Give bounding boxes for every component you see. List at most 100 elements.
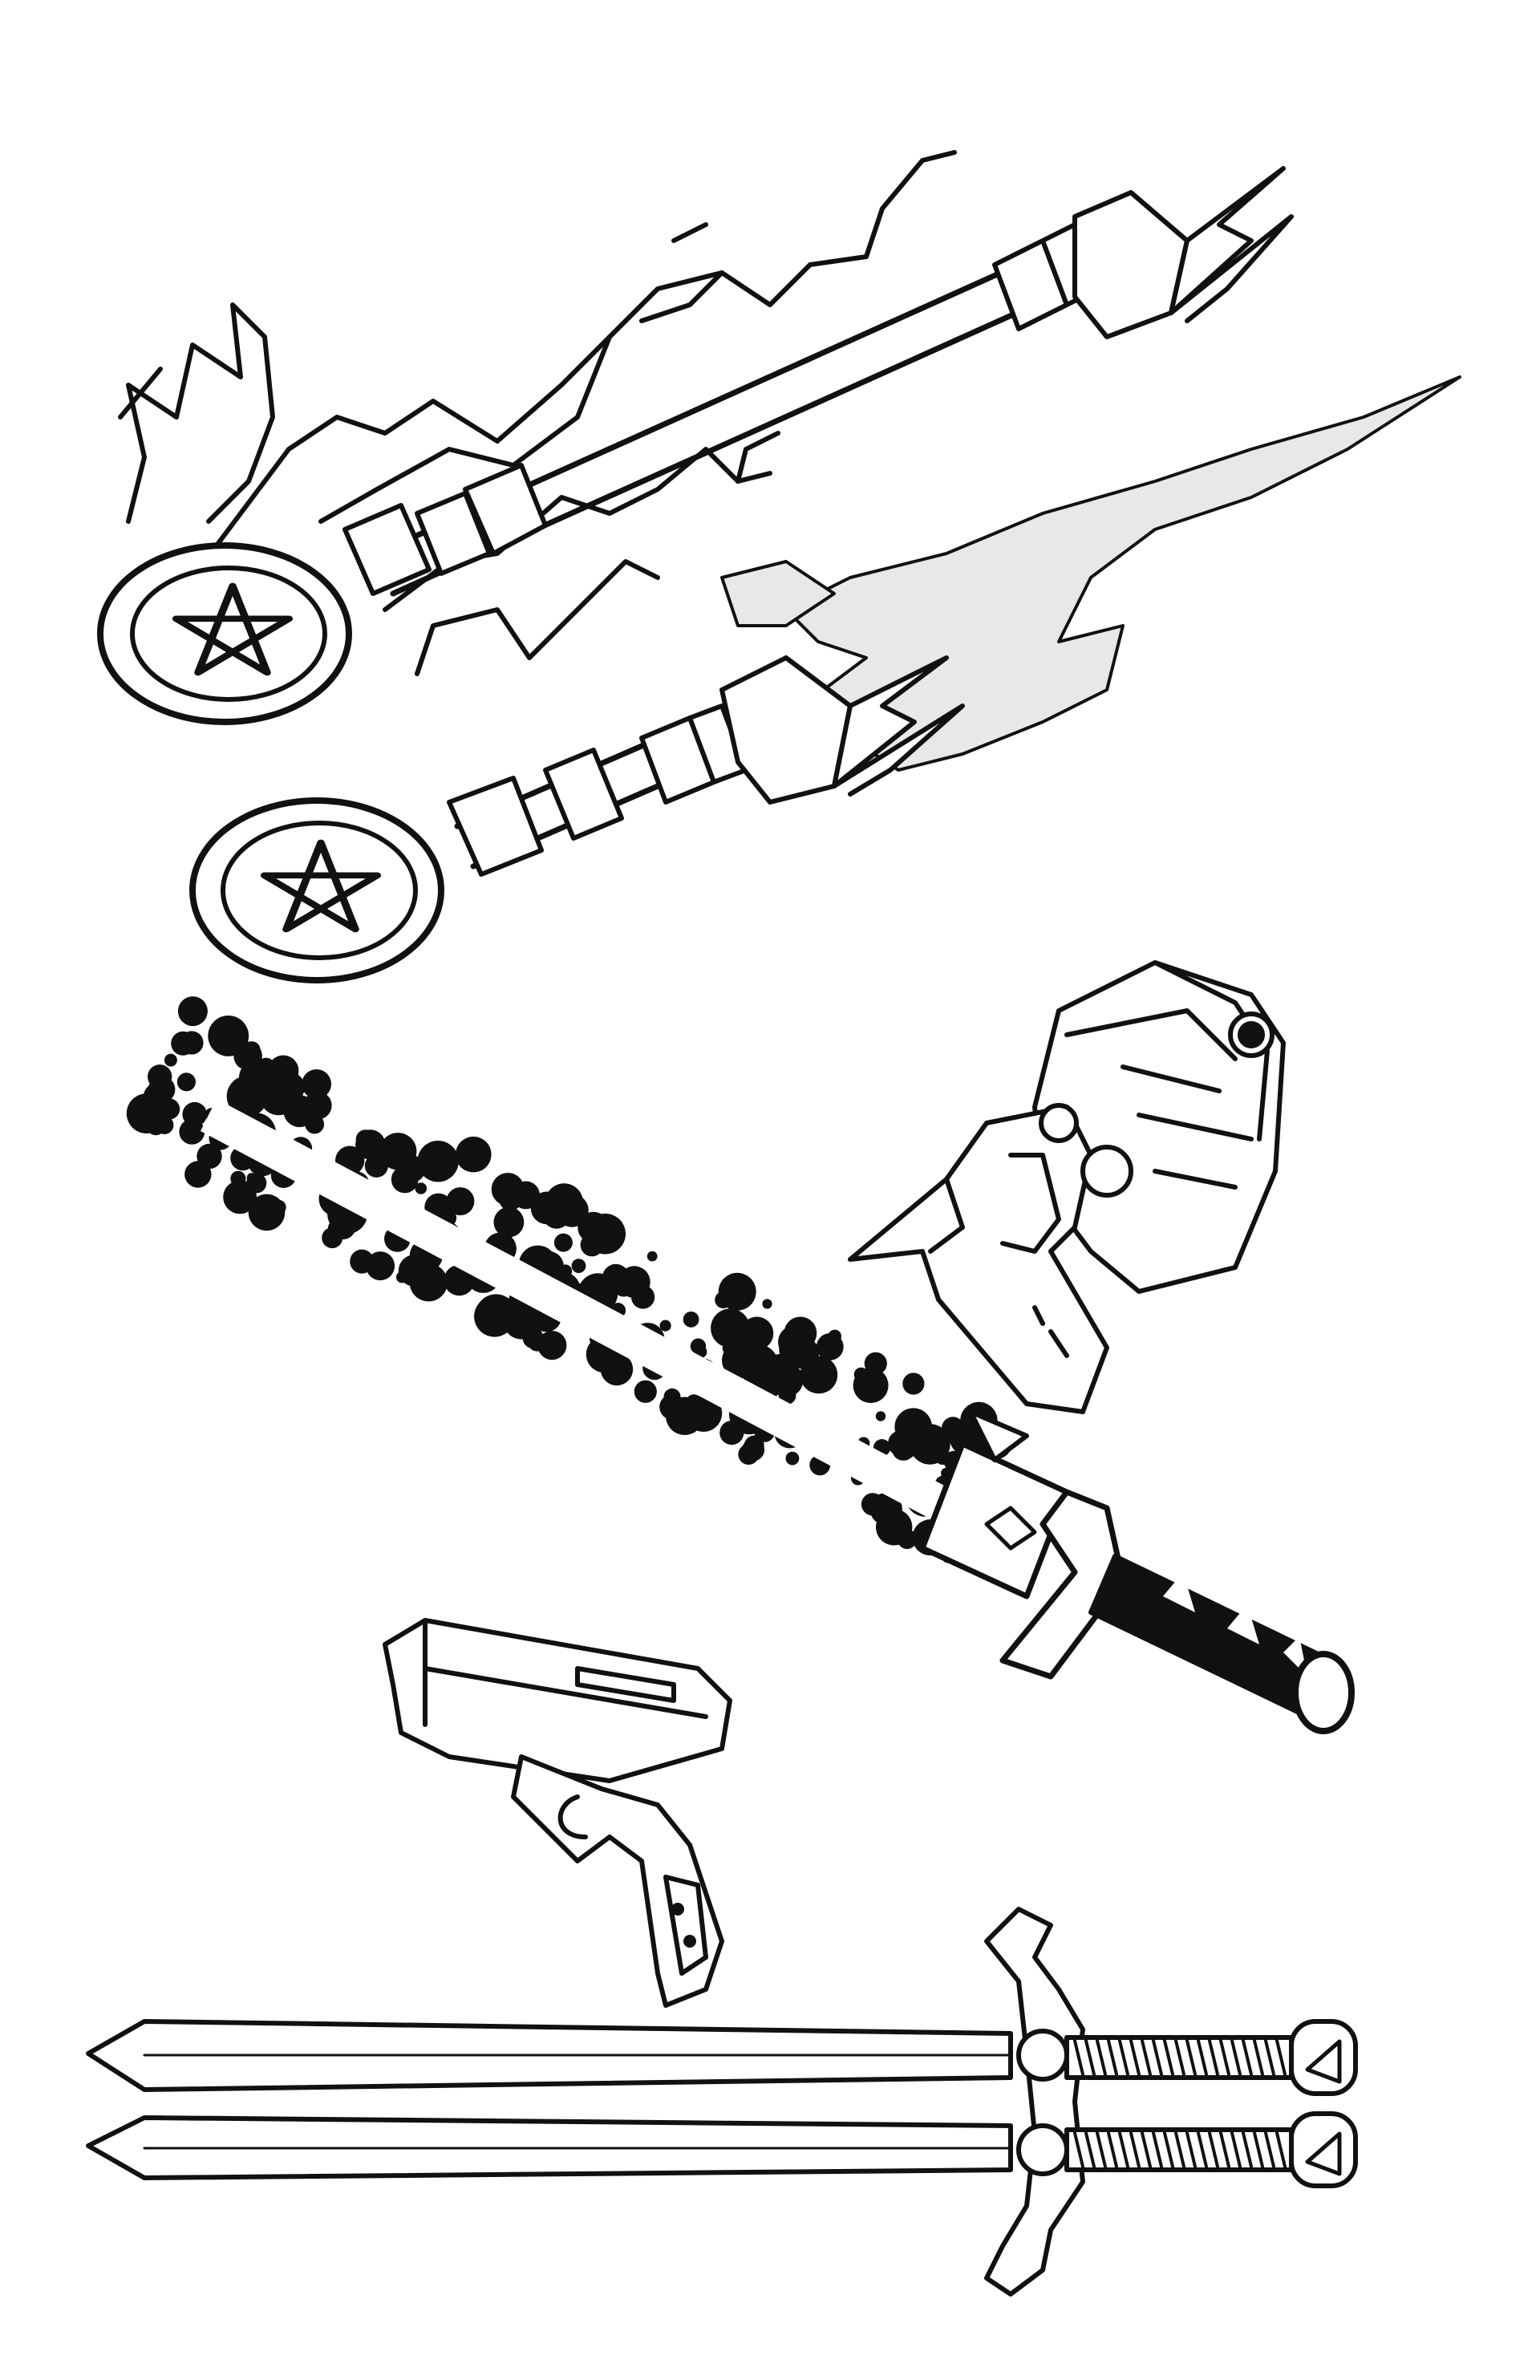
- shadow-particle: [415, 1182, 428, 1194]
- shadow-particle: [305, 1114, 325, 1134]
- grip-wrap-stroke: [1208, 2039, 1219, 2076]
- shadow-particle: [418, 1252, 439, 1273]
- grip-wrap-stroke: [1096, 2131, 1107, 2168]
- grip-wrap-stroke: [1096, 2039, 1107, 2076]
- grip-wrap-stroke: [1163, 2039, 1174, 2076]
- shadow-particle: [446, 1187, 475, 1216]
- grip-wrap-stroke: [1129, 2131, 1141, 2168]
- shadow-particle: [902, 1372, 925, 1395]
- shadow-particle: [230, 1170, 246, 1186]
- shadow-particle: [243, 1041, 261, 1059]
- shadow-particle: [785, 1451, 800, 1466]
- shadow-particle: [257, 1057, 275, 1075]
- shadow-particle: [762, 1299, 772, 1309]
- grip-wrap-stroke: [1264, 2039, 1275, 2076]
- shadow-particle: [350, 1249, 375, 1274]
- magic-key-staff-flame: [189, 375, 1461, 983]
- handgun: [383, 1618, 732, 2008]
- shadow-particle: [711, 1308, 750, 1348]
- shadow-particle: [164, 1053, 177, 1067]
- shadow-particle: [602, 1263, 630, 1291]
- grip-wrap-stroke: [1152, 2039, 1163, 2076]
- shadow-particle: [303, 1091, 332, 1120]
- shadow-particle: [690, 1338, 707, 1354]
- shadow-particle: [555, 1194, 589, 1227]
- grip-wrap-stroke: [1253, 2039, 1264, 2076]
- grip-wrap-stroke: [1242, 2039, 1253, 2076]
- shadow-particle: [417, 1141, 459, 1182]
- shadow-particle: [666, 1397, 704, 1435]
- shadow-particle: [474, 1295, 516, 1337]
- grip-wrap-stroke: [1242, 2131, 1253, 2168]
- shadow-particle: [768, 1363, 804, 1397]
- shadow-particle: [537, 1331, 567, 1360]
- grip-wrap-stroke: [1219, 2131, 1230, 2168]
- grip-wrap-stroke: [1073, 2131, 1084, 2168]
- shadow-particle: [148, 1076, 176, 1103]
- shadow-particle: [271, 1199, 286, 1215]
- shadow-particle: [571, 1259, 586, 1273]
- shadow-particle: [223, 1180, 257, 1214]
- shadow-particle: [330, 1214, 356, 1240]
- grip-wrap-stroke: [1073, 2039, 1084, 2076]
- grip-wrap-stroke: [1174, 2131, 1185, 2168]
- shadow-particle: [787, 1336, 820, 1369]
- longsword-pair: [86, 1907, 1358, 2297]
- magic-key-staff-lightning: [97, 150, 1294, 725]
- shadow-particle: [553, 1233, 573, 1252]
- shadow-particle: [371, 1158, 385, 1174]
- shadow-particle: [659, 1320, 671, 1332]
- shadow-particle: [456, 1136, 492, 1173]
- shadow-particle: [744, 1435, 764, 1456]
- shadow-particle: [585, 1213, 626, 1255]
- shadow-particle: [208, 1016, 249, 1056]
- shadow-particle: [177, 996, 208, 1027]
- grip-wrap-stroke: [1118, 2131, 1129, 2168]
- shadow-particle: [683, 1312, 699, 1328]
- grip-wrap-stroke: [1264, 2131, 1275, 2168]
- grip-wrap-stroke: [1197, 2131, 1208, 2168]
- grip-wrap-stroke: [1230, 2039, 1242, 2076]
- grip-wrap-stroke: [1208, 2131, 1219, 2168]
- shadow-particle: [179, 1119, 205, 1145]
- shadow-particle: [875, 1411, 886, 1421]
- grip-wrap-stroke: [1107, 2039, 1118, 2076]
- shadow-particle: [355, 1129, 386, 1160]
- grip-wrap-stroke: [1118, 2039, 1129, 2076]
- shadow-particle: [853, 1368, 889, 1404]
- shadow-particle: [493, 1206, 525, 1238]
- shadow-particle: [719, 1421, 744, 1445]
- shadow-particle: [499, 1187, 522, 1211]
- shadow-particle: [631, 1285, 655, 1309]
- shadow-particle: [646, 1251, 658, 1262]
- grip-wrap-stroke: [1275, 2039, 1287, 2076]
- grip-wrap-stroke: [1084, 2131, 1096, 2168]
- grip-wrap-stroke: [1185, 2039, 1197, 2076]
- shadow-particle: [391, 1166, 419, 1194]
- grip-wrap-stroke: [1107, 2131, 1118, 2168]
- shadow-particle: [910, 1424, 950, 1465]
- grip-wrap-stroke: [1230, 2131, 1242, 2168]
- grip-wrap-stroke: [1163, 2131, 1174, 2168]
- shadow-particle: [274, 1072, 305, 1103]
- shadow-particle: [185, 1036, 197, 1047]
- shadow-particle: [888, 1430, 914, 1457]
- grip-wrap-stroke: [1129, 2039, 1141, 2076]
- shadow-particle: [521, 1328, 536, 1343]
- grip-wrap-stroke: [1253, 2131, 1264, 2168]
- shadow-particle: [634, 1380, 657, 1403]
- shadow-katana: [126, 996, 1355, 1734]
- grip-wrap-stroke: [1275, 2131, 1287, 2168]
- grip-wrap-stroke: [1197, 2039, 1208, 2076]
- grip-wrap-stroke: [1141, 2131, 1152, 2168]
- grip-wrap-stroke: [1174, 2039, 1185, 2076]
- shadow-particle: [302, 1069, 331, 1099]
- shadow-particle: [155, 1116, 174, 1134]
- grip-wrap-stroke: [1185, 2131, 1197, 2168]
- shadow-particle: [732, 1291, 748, 1307]
- shadow-particle: [176, 1072, 196, 1092]
- grip-wrap-stroke: [1084, 2039, 1096, 2076]
- sci-fi-blaster: [848, 960, 1286, 1414]
